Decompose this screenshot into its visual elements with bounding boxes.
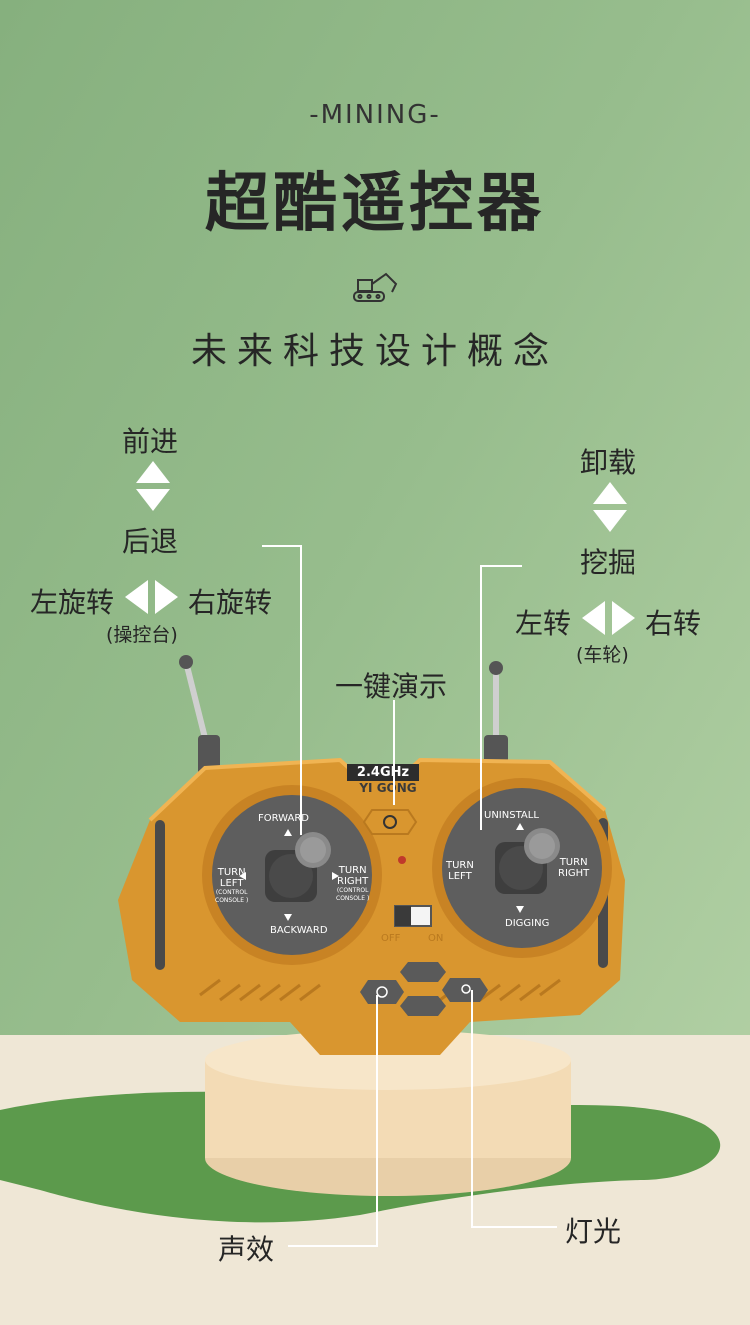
callout-line xyxy=(480,565,522,567)
switch-off-label: OFF xyxy=(381,933,401,944)
arrow-down-icon xyxy=(136,489,170,511)
antenna-left xyxy=(179,655,220,775)
label-console-note: (操控台) xyxy=(106,624,178,646)
label-turn-right-console: 右旋转 xyxy=(188,586,273,619)
antenna-right xyxy=(484,661,508,775)
arrow-up-icon xyxy=(136,461,170,483)
label-demo: 一键演示 xyxy=(335,670,448,703)
label-wheel-note: (车轮) xyxy=(576,644,629,666)
label-light: 灯光 xyxy=(565,1215,622,1248)
callout-line xyxy=(480,565,482,830)
label-forward: 前进 xyxy=(122,425,179,458)
frequency-badge: 2.4GHz xyxy=(347,764,419,781)
callout-line xyxy=(393,700,395,805)
pad-label-digging: DIGGING xyxy=(505,918,550,929)
callout-line xyxy=(471,1226,557,1228)
callout-line xyxy=(471,990,473,1228)
arrow-left-icon xyxy=(125,580,148,614)
callout-line xyxy=(300,545,302,835)
label-backward: 后退 xyxy=(122,525,179,558)
arrow-down-icon xyxy=(593,510,627,532)
label-unload: 卸载 xyxy=(580,446,637,479)
label-turn-left-wheel: 左转 xyxy=(515,607,572,640)
pad-label-forward: FORWARD xyxy=(258,813,309,824)
arrow-right-icon xyxy=(155,580,178,614)
pad-label-uninstall: UNINSTALL xyxy=(484,810,539,821)
excavator-icon xyxy=(353,272,398,302)
arrow-right-icon xyxy=(612,601,635,635)
pedestal xyxy=(0,1030,721,1223)
arrow-up-icon xyxy=(593,482,627,504)
remote-controller xyxy=(118,655,625,1055)
callout-line xyxy=(376,995,378,1247)
page-subtitle: 未来科技设计概念 xyxy=(190,331,559,372)
brand-badge: YI GONG xyxy=(359,781,417,795)
callout-line xyxy=(288,1245,378,1247)
label-turn-right-wheel: 右转 xyxy=(645,607,702,640)
pad-label-backward: BACKWARD xyxy=(270,925,328,936)
arrow-left-icon xyxy=(582,601,605,635)
page-title: 超酷遥控器 xyxy=(205,167,545,241)
label-dig: 挖掘 xyxy=(580,546,637,579)
callout-line xyxy=(262,545,302,547)
label-turn-left-console: 左旋转 xyxy=(30,586,115,619)
switch-on-label: ON xyxy=(428,933,444,944)
label-sound: 声效 xyxy=(218,1233,275,1266)
tag-text: -MINING- xyxy=(309,100,441,130)
